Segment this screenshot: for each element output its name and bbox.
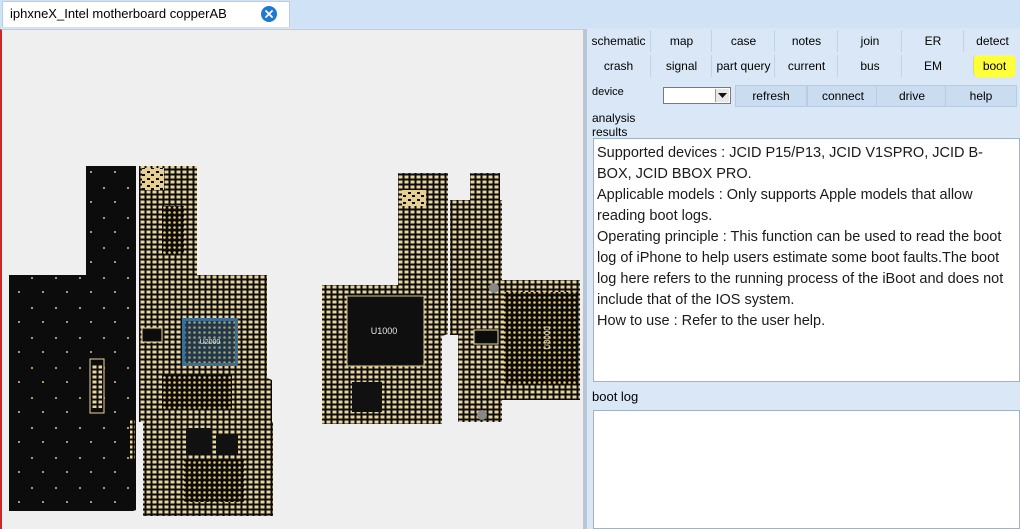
result-line-principle: Operating principle : This function can …: [597, 229, 1004, 308]
toolbar-crash-button[interactable]: crash: [587, 55, 650, 77]
boot-log-box[interactable]: [593, 410, 1020, 529]
drive-button[interactable]: drive: [876, 85, 948, 107]
board-middle: [322, 173, 448, 424]
result-line-devices: Supported devices : JCID P15/P13, JCID V…: [597, 145, 984, 182]
board-right: [450, 173, 580, 422]
board-left-bottom: [9, 166, 136, 511]
refresh-button[interactable]: refresh: [735, 85, 807, 107]
analysis-results-label: analysis results: [592, 111, 636, 138]
toolbar-notes-button[interactable]: notes: [774, 30, 838, 52]
toolbar-schematic-button[interactable]: schematic: [587, 30, 650, 52]
panel-splitter[interactable]: [583, 29, 587, 529]
chip-label-u8000: U8000: [543, 326, 552, 350]
toolbar-part-query-button[interactable]: part query: [711, 55, 775, 77]
help-button[interactable]: help: [945, 85, 1017, 107]
connect-button[interactable]: connect: [807, 85, 879, 107]
analysis-results-box[interactable]: Supported devices : JCID P15/P13, JCID V…: [593, 138, 1020, 382]
boot-log-label: boot log: [592, 389, 639, 404]
document-tab[interactable]: iphxneX_Intel motherboard copperAB: [2, 1, 290, 27]
toolbar-boot-button[interactable]: boot: [973, 55, 1015, 77]
close-icon[interactable]: [261, 6, 277, 22]
toolbar-detect-button[interactable]: detect: [963, 30, 1020, 52]
result-line-usage: How to use : Refer to the user help.: [597, 313, 826, 329]
board-viewer[interactable]: U1000 U8000 U2000: [0, 29, 583, 529]
device-row: device refresh connect drive help: [587, 81, 1020, 109]
device-select[interactable]: [663, 87, 731, 104]
toolbar-current-button[interactable]: current: [774, 55, 838, 77]
document-tab-bar: iphxneX_Intel motherboard copperAB: [0, 0, 1020, 28]
chevron-down-icon[interactable]: [715, 89, 729, 102]
toolbar-er-button[interactable]: ER: [901, 30, 964, 52]
toolbar-map-button[interactable]: map: [650, 30, 712, 52]
device-label: device: [592, 86, 624, 98]
motherboard-drawing: U1000 U8000 U2000: [9, 166, 580, 516]
chip-label-u2000: U2000: [200, 339, 221, 346]
chip-label-u1000: U1000: [371, 326, 398, 336]
toolbar-bus-button[interactable]: bus: [837, 55, 902, 77]
document-tab-title: iphxneX_Intel motherboard copperAB: [10, 6, 227, 21]
result-line-models: Applicable models : Only supports Apple …: [597, 187, 973, 224]
toolbar-case-button[interactable]: case: [711, 30, 775, 52]
toolbar-em-button[interactable]: EM: [901, 55, 964, 77]
toolbar-join-button[interactable]: join: [837, 30, 902, 52]
board-left-top: [139, 166, 273, 516]
toolbar-signal-button[interactable]: signal: [650, 55, 712, 77]
